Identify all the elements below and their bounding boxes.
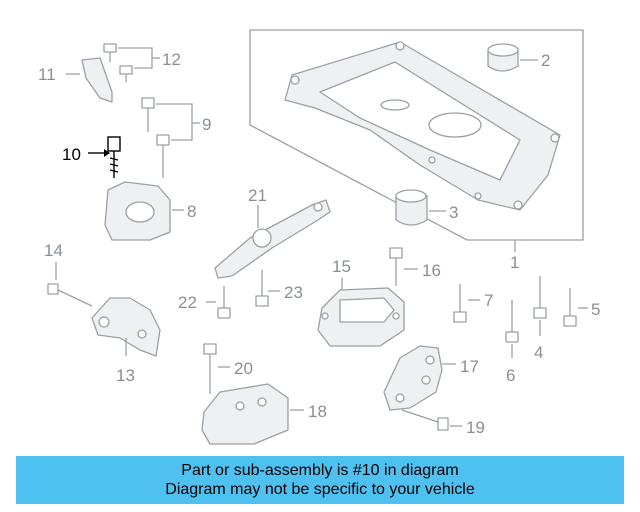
- mount-bracket-13: [91, 297, 161, 357]
- callout-14: 14: [44, 241, 63, 260]
- subframe-assembly: [249, 29, 584, 252]
- callout-16: 16: [422, 261, 441, 280]
- callout-13: 13: [116, 366, 135, 385]
- callout-3: 3: [449, 203, 458, 222]
- callout-9: 9: [202, 115, 211, 134]
- callout-11: 11: [38, 65, 56, 84]
- transmission-mount-15: [317, 278, 405, 347]
- callout-7: 7: [484, 291, 493, 310]
- banner-line-1: Part or sub-assembly is #10 in diagram: [181, 462, 459, 479]
- callout-20: 20: [234, 359, 253, 378]
- bolts-9: [141, 97, 200, 178]
- mount-bushing-3: [395, 189, 446, 226]
- bracket-11: [66, 57, 113, 103]
- info-banner: Part or sub-assembly is #10 in diagram D…: [16, 456, 624, 504]
- callout-5: 5: [591, 300, 600, 319]
- bolt-7: [453, 284, 480, 323]
- callout-12: 12: [162, 50, 181, 69]
- engine-mount-8: [104, 181, 184, 241]
- callout-17: 17: [460, 357, 479, 376]
- bolt-4: [533, 276, 547, 336]
- callout-18: 18: [308, 402, 327, 421]
- callout-23: 23: [284, 283, 303, 302]
- bolt-19: [401, 409, 462, 431]
- callout-19: 19: [466, 418, 485, 437]
- callout-8: 8: [187, 202, 196, 221]
- bolt-16: [389, 247, 418, 286]
- mount-bracket-17: [383, 345, 456, 411]
- callout-6: 6: [506, 366, 515, 385]
- callout-21: 21: [248, 186, 267, 205]
- bolt-23: [255, 270, 280, 307]
- callout-2: 2: [541, 51, 550, 70]
- callout-10[interactable]: 10: [62, 145, 81, 164]
- bolt-10-highlighted[interactable]: [88, 136, 121, 178]
- banner-line-2: Diagram may not be specific to your vehi…: [165, 481, 475, 498]
- mount-bushing-2: [487, 43, 538, 72]
- callout-4: 4: [534, 343, 543, 362]
- bolt-14: [47, 262, 93, 307]
- torque-rod-21: [214, 199, 331, 279]
- callout-1: 1: [510, 253, 519, 272]
- parts-diagram: 1 2 3 11 12 9: [38, 29, 600, 445]
- bolts-12: [103, 43, 160, 82]
- bolt-22: [206, 286, 231, 319]
- bolt-6: [505, 300, 519, 358]
- mount-18: [201, 383, 304, 445]
- callout-15: 15: [332, 257, 351, 276]
- bolt-20: [203, 343, 230, 394]
- bolt-5: [563, 288, 588, 327]
- callout-22: 22: [178, 293, 197, 312]
